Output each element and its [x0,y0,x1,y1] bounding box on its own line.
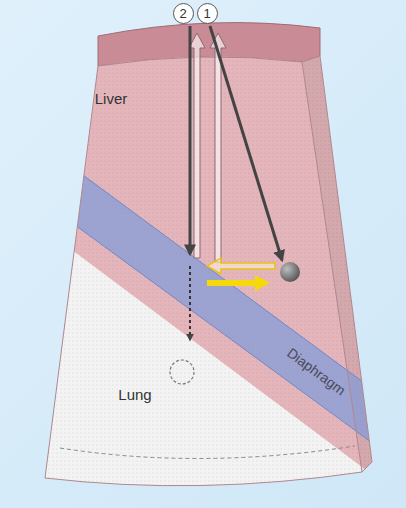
side-outline [302,56,372,472]
beam-arrow [210,26,282,260]
dotted-beam [189,266,191,340]
mirror-arrow [207,275,270,291]
organ-label: Lung [118,387,151,404]
callout-number: 1 [203,7,210,20]
fan-outline [45,57,362,486]
callout-number: 2 [179,7,186,20]
beam-arrow [189,26,192,254]
callout-circle: 2 [173,3,194,24]
diaphragm-band [60,158,390,456]
mirror-arrow [207,258,275,274]
callout-circle: 1 [197,3,218,24]
mirror-image-dashed [170,360,194,384]
organ-label: Diaphragm [284,345,348,398]
organ-label: Liver [95,91,128,108]
bottom-dashed-arc [60,446,355,459]
reflector-ball [280,262,300,282]
